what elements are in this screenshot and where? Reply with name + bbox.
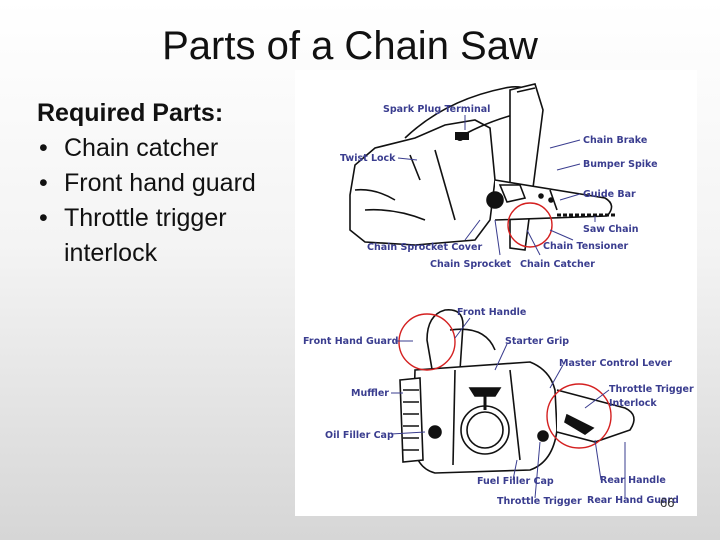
- chain-catcher-highlight-circle: [507, 202, 553, 248]
- label-starter-grip: Starter Grip: [505, 336, 569, 347]
- label-chain-tensioner: Chain Tensioner: [543, 241, 629, 252]
- label-throttle-trigger-interlock-line1: Throttle Trigger: [609, 384, 694, 395]
- label-master-control-lever: Master Control Lever: [559, 358, 672, 369]
- label-twist-lock: Twist Lock: [340, 153, 396, 164]
- label-oil-filler-cap: Oil Filler Cap: [325, 430, 394, 441]
- chainsaw-diagram-svg: Spark Plug Terminal Chain Brake Twist Lo…: [303, 83, 694, 507]
- label-spark-plug-terminal: Spark Plug Terminal: [383, 104, 490, 115]
- label-muffler: Muffler: [351, 388, 389, 399]
- label-fuel-filler-cap: Fuel Filler Cap: [477, 476, 554, 487]
- chainsaw-diagram: Spark Plug Terminal Chain Brake Twist Lo…: [295, 70, 697, 516]
- label-front-hand-guard: Front Hand Guard: [303, 336, 398, 347]
- label-saw-chain: Saw Chain: [583, 224, 639, 235]
- throttle-interlock-highlight-circle: [546, 383, 612, 449]
- list-item: Front hand guard: [37, 166, 297, 201]
- label-chain-catcher: Chain Catcher: [520, 259, 595, 270]
- label-throttle-trigger: Throttle Trigger: [497, 496, 582, 507]
- label-front-handle: Front Handle: [457, 307, 526, 318]
- top-leader-lines: [397, 115, 596, 256]
- bottom-leader-lines: [390, 317, 626, 499]
- list-item: Throttle trigger interlock: [37, 201, 297, 271]
- slide-title: Parts of a Chain Saw: [162, 24, 538, 68]
- label-chain-sprocket-cover: Chain Sprocket Cover: [367, 242, 482, 253]
- label-chain-brake: Chain Brake: [583, 135, 647, 146]
- page-number: 66: [660, 495, 675, 510]
- label-rear-hand-guard: Rear Hand Guard: [587, 495, 679, 506]
- label-chain-sprocket: Chain Sprocket: [430, 259, 511, 270]
- top-chainsaw-drawing: [349, 83, 615, 251]
- required-parts-list: Required Parts: Chain catcher Front hand…: [37, 96, 297, 271]
- required-parts-items: Chain catcher Front hand guard Throttle …: [37, 131, 297, 271]
- label-rear-handle: Rear Handle: [600, 475, 666, 486]
- bottom-chainsaw-drawing: [399, 308, 635, 474]
- list-item: Chain catcher: [37, 131, 297, 166]
- required-parts-heading: Required Parts:: [37, 99, 224, 127]
- label-throttle-trigger-interlock-line2: Interlock: [609, 398, 657, 409]
- front-hand-guard-highlight-circle: [398, 313, 456, 371]
- label-guide-bar: Guide Bar: [583, 189, 636, 200]
- label-bumper-spike: Bumper Spike: [583, 159, 658, 170]
